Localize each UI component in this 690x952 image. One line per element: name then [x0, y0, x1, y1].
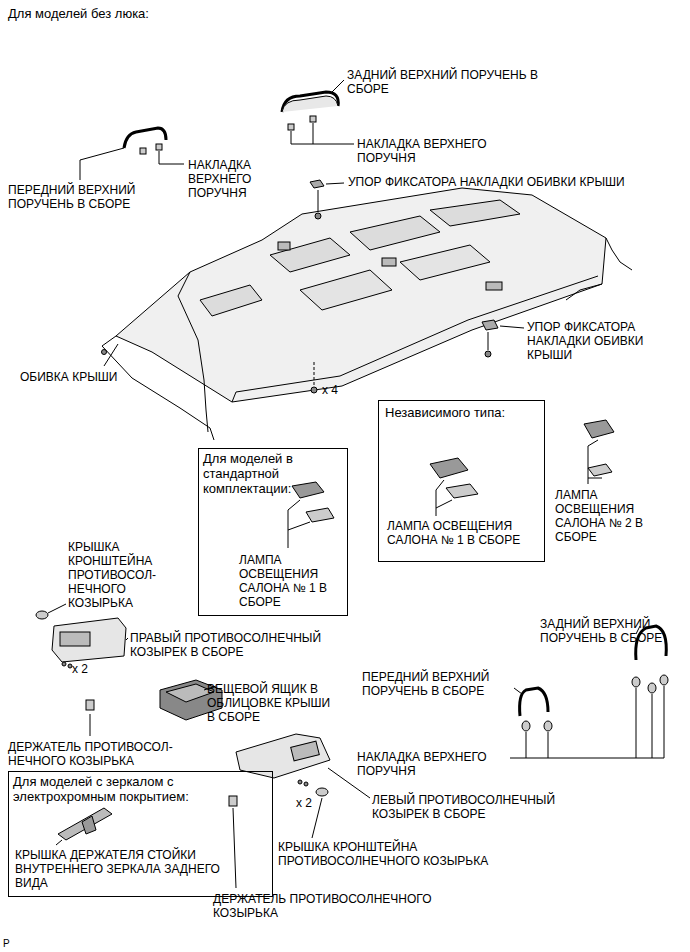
- variant-box: Для моделей с зеркалом с электрохромным …: [8, 771, 273, 897]
- variant-box: Независимого типа: ЛАМПА ОСВЕЩЕНИЯ САЛОНА…: [378, 400, 545, 562]
- part-name: ЗАДНИЙ ВЕРХНИЙ ПОРУЧЕНЬ В СБОРЕ: [347, 68, 542, 96]
- part-name: УПОР ФИКСАТОРА НАКЛАДКИ ОБИВКИ КРЫШИ: [348, 175, 668, 189]
- part-name: ПЕРЕДНИЙ ВЕРХНИЙ ПОРУЧЕНЬ В СБОРЕ: [8, 183, 158, 211]
- diagram-title: Для моделей без люка:: [8, 6, 308, 21]
- part-name: ОБИВКА КРЫШИ: [20, 370, 160, 384]
- part-name: НАКЛАДКА ВЕРХНЕГО ПОРУЧНЯ: [357, 750, 507, 778]
- part-name: ПЕРЕДНИЙ ВЕРХНИЙ ПОРУЧЕНЬ В СБОРЕ: [362, 670, 512, 698]
- part-name: УПОР ФИКСАТОРА НАКЛАДКИ ОБИВКИ КРЫШИ: [527, 320, 667, 362]
- part-name: КРЫШКА КРОНШТЕЙНА ПРОТИВОСОЛНЕЧНОГО КОЗЫ…: [278, 840, 538, 868]
- variant-heading: Независимого типа:: [385, 405, 540, 420]
- part-name: НАКЛАДКА ВЕРХНЕГО ПОРУЧНЯ: [357, 137, 529, 165]
- part-name: НАКЛАДКА ВЕРХНЕГО ПОРУЧНЯ: [188, 158, 268, 200]
- quantity-mark: x 2: [72, 662, 88, 676]
- part-name: ЛАМПА ОСВЕЩЕНИЯ САЛОНА № 1 В СБОРЕ: [239, 553, 345, 609]
- variant-box: Для моделей в стандартной комплектации: Л…: [198, 448, 348, 616]
- variant-heading: Для моделей в стандартной комплектации:: [203, 451, 343, 497]
- part-name: КРЫШКА ДЕРЖАТЕЛЯ СТОЙКИ ВНУТРЕННЕГО ЗЕРК…: [15, 848, 245, 890]
- quantity-mark: x 4: [322, 383, 338, 397]
- part-name: ЛАМПА ОСВЕЩЕНИЯ САЛОНА № 2 В СБОРЕ: [555, 488, 665, 544]
- variant-heading: Для моделей с зеркалом с электрохромным …: [13, 774, 268, 804]
- part-name: ДЕРЖАТЕЛЬ ПРОТИВОСОЛ- НЕЧНОГО КОЗЫРЬКА: [8, 740, 213, 768]
- part-name: ВЕЩЕВОЙ ЯЩИК В ОБЛИЦОВКЕ КРЫШИ В СБОРЕ: [207, 682, 337, 724]
- part-name: ЗАДНИЙ ВЕРХНИЙ ПОРУЧЕНЬ В СБОРЕ: [540, 617, 685, 645]
- part-name: ПРАВЫЙ ПРОТИВОСОЛНЕЧНЫЙ КОЗЫРЕК В СБОРЕ: [130, 631, 370, 659]
- quantity-mark: x 2: [296, 796, 312, 810]
- part-name: ЛЕВЫЙ ПРОТИВОСОЛНЕЧНЫЙ КОЗЫРЕК В СБОРЕ: [372, 793, 612, 821]
- part-name: КРЫШКА КРОНШТЕЙНА ПРОТИВОСОЛ- НЕЧНОГО КО…: [68, 540, 168, 610]
- page-mark: P: [3, 938, 10, 950]
- part-name: ЛАМПА ОСВЕЩЕНИЯ САЛОНА № 1 В СБОРЕ: [387, 519, 542, 547]
